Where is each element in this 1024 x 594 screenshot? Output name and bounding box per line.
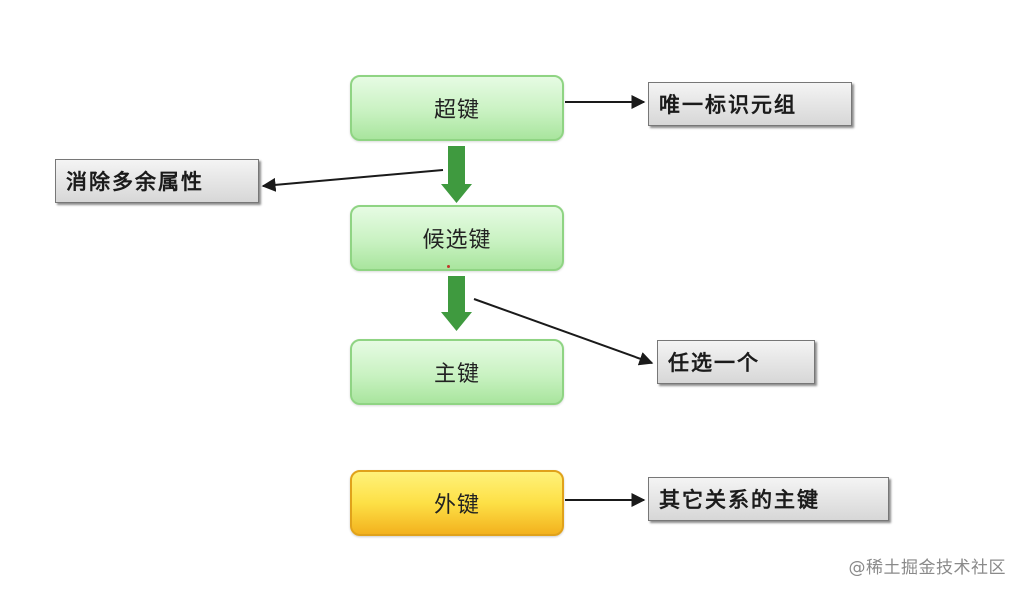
remove-redundant-attrs-label: 消除多余属性 <box>55 159 259 203</box>
foreign-key-label: 外键 <box>433 493 480 518</box>
superkey-node: 超键 <box>350 75 564 141</box>
choose-one-text: 任选一个 <box>668 351 760 375</box>
marker-dot <box>447 265 450 268</box>
down-arrow-superkey-to-candidate <box>441 146 472 203</box>
unique-identify-tuple-label: 唯一标识元组 <box>648 82 852 126</box>
candidate-key-label: 候选键 <box>422 228 492 253</box>
other-relation-primary-key-text: 其它关系的主键 <box>659 488 820 512</box>
remove-redundant-attrs-text: 消除多余属性 <box>66 170 204 194</box>
other-relation-primary-key-label: 其它关系的主键 <box>648 477 889 521</box>
primary-key-label: 主键 <box>433 362 480 387</box>
arrow-to-choose-one <box>473 298 654 366</box>
unique-identify-tuple-text: 唯一标识元组 <box>659 93 797 117</box>
down-arrow-candidate-to-primary <box>441 276 472 331</box>
watermark: @稀土掘金技术社区 <box>848 558 1006 578</box>
superkey-label: 超键 <box>433 98 480 123</box>
choose-one-label: 任选一个 <box>657 340 815 384</box>
candidate-key-node: 候选键 <box>350 205 564 271</box>
primary-key-node: 主键 <box>350 339 564 405</box>
foreign-key-node: 外键 <box>350 470 564 536</box>
arrow-to-remove-redundant-attrs <box>261 169 444 192</box>
